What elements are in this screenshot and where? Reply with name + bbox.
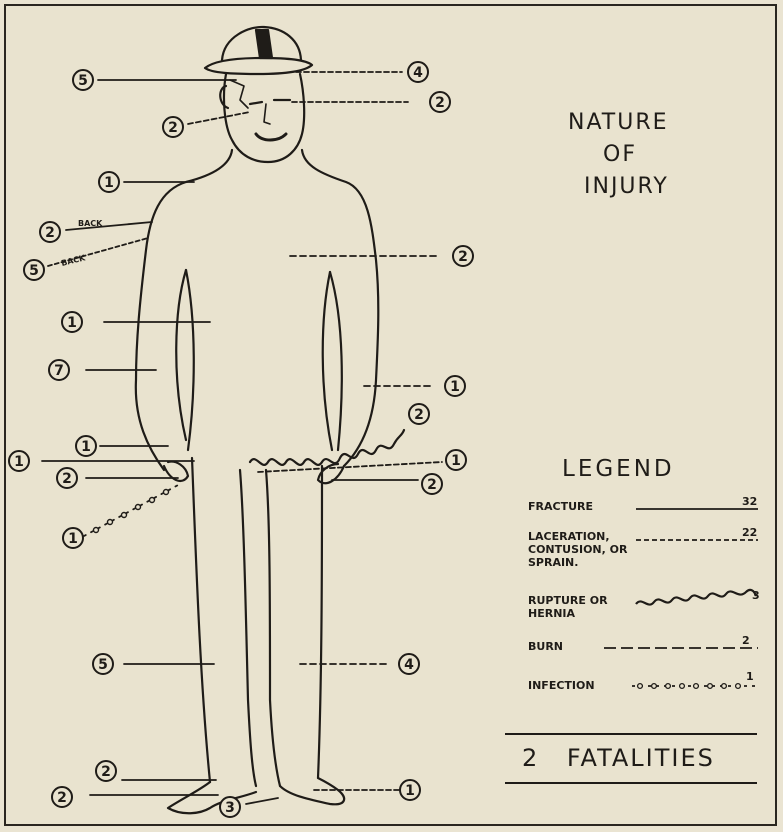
footer-rule-bottom (505, 782, 757, 784)
footer-rule-top (505, 733, 757, 735)
legend-swatch-rupture (636, 590, 756, 605)
fatalities-label: 2 FATALITIES (522, 744, 715, 772)
fatalities-text: FATALITIES (567, 744, 715, 772)
fatalities-count: 2 (522, 744, 539, 772)
